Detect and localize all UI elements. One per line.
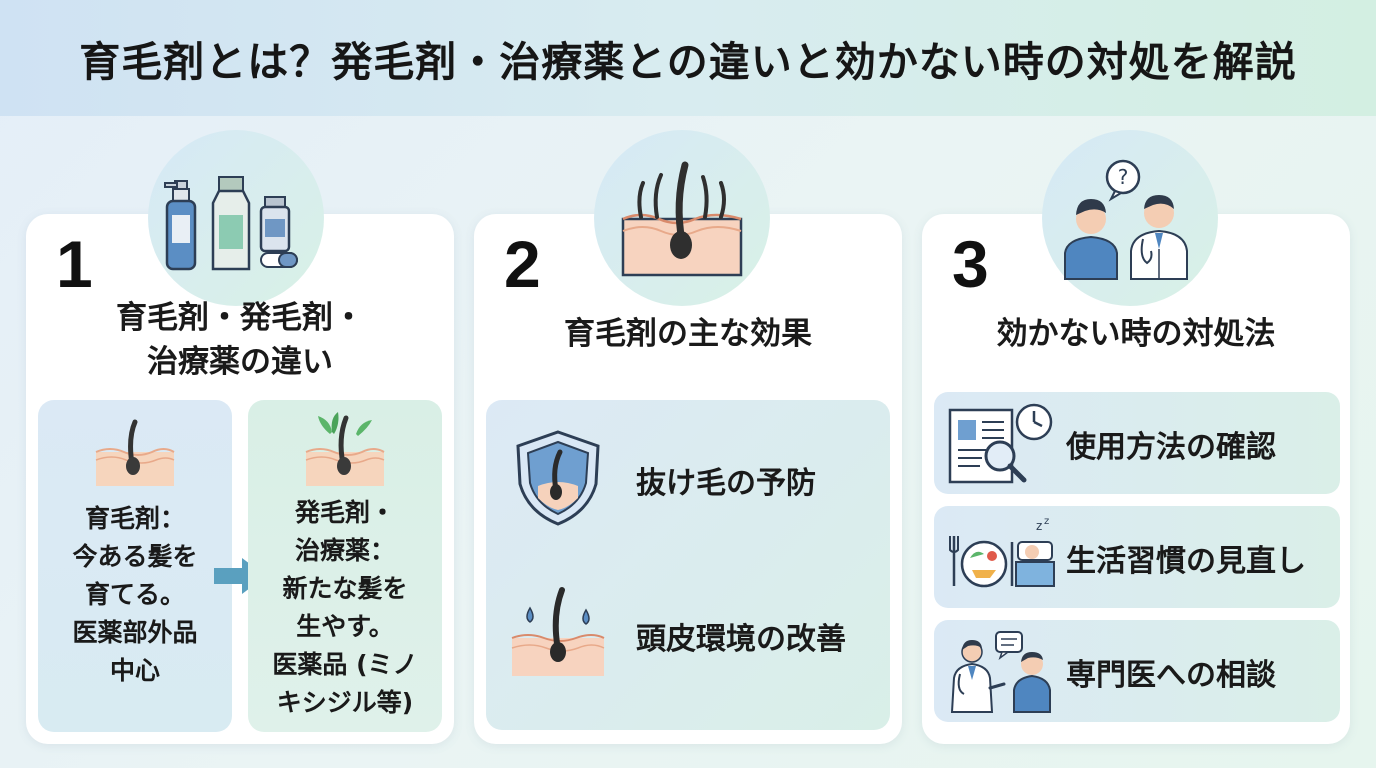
hatsumouzai-description: 発毛剤・ 治療薬： 新たな髪を 生やす。 医薬品 (ミノ キシジル等) (266, 494, 423, 722)
action-label: 専門医への相談 (1066, 658, 1276, 693)
card-effects: 2 育毛剤の主な効果 抜け毛の予防 頭皮環境の改善 (474, 130, 902, 744)
scalp-hair-icon (621, 161, 743, 277)
text-line: 医薬部外品 (72, 618, 198, 647)
shield-icon (516, 430, 600, 526)
consultation-icon-circle: ? (1042, 130, 1218, 306)
doctor-patient-icon: ? (1064, 159, 1188, 280)
card-title: 育毛剤・発毛剤・ 治療薬の違い (26, 296, 454, 384)
card-countermeasures: ? 3 効かない時の対処法 使用 (922, 130, 1350, 744)
text-line: 生やす。 (296, 612, 394, 641)
text-line: キシジル等) (276, 688, 414, 717)
card-number: 3 (952, 227, 989, 301)
text-line: 治療薬： (294, 536, 395, 565)
effect-item: 抜け毛の予防 (486, 420, 890, 540)
text-line: 中心 (109, 656, 160, 685)
effect-label: 抜け毛の予防 (636, 466, 816, 501)
ikumouzai-description: 育毛剤： 今ある髪を 育てる。 医薬部外品 中心 (66, 500, 203, 690)
text-line: 医薬品 (ミノ (272, 650, 418, 679)
svg-text:z: z (1036, 519, 1042, 533)
effect-item: 頭皮環境の改善 (486, 576, 890, 696)
effect-label: 頭皮環境の改善 (636, 622, 846, 657)
card-title: 育毛剤の主な効果 (564, 316, 812, 352)
card-title: 効かない時の対処法 (996, 316, 1276, 352)
card-number: 1 (56, 227, 93, 301)
action-item: 使用方法の確認 (934, 392, 1340, 494)
text-line: 新たな髪を (282, 574, 408, 603)
card-differences: 1 育毛剤・発毛剤・ 治療薬の違い 育毛剤： 今ある髪を 育てる。 医薬部外品 … (26, 130, 454, 744)
sprouting-hair-icon (305, 412, 385, 486)
document-magnifier-clock-icon (948, 403, 1053, 484)
effects-panel: 抜け毛の予防 頭皮環境の改善 (486, 400, 890, 730)
text-line: 育毛剤： (84, 504, 185, 533)
hatsumouzai-box: 発毛剤・ 治療薬： 新たな髪を 生やす。 医薬品 (ミノ キシジル等) (248, 400, 442, 732)
card-title-line: 育毛剤・発毛剤・ (116, 300, 364, 336)
text-line: 発毛剤・ (294, 498, 395, 527)
card-title-line: 治療薬の違い (147, 344, 333, 380)
text-line: 今ある髪を (72, 542, 198, 571)
ikumouzai-box: 育毛剤： 今ある髪を 育てる。 医薬部外品 中心 (38, 400, 232, 732)
svg-text:z: z (1044, 516, 1049, 527)
action-item: z z 生活習慣の見直し (934, 506, 1340, 608)
page-title: 育毛剤とは？発毛剤・治療薬との違いと効かない時の対処を解説 (79, 38, 1297, 86)
action-item: 専門医への相談 (934, 620, 1340, 722)
action-label: 生活習慣の見直し (1066, 544, 1306, 579)
meal-sleep-icon: z z (949, 516, 1055, 588)
header-banner: 育毛剤とは？発毛剤・治療薬との違いと効かない時の対処を解説 (0, 0, 1376, 116)
svg-text:?: ? (1118, 165, 1129, 189)
action-label: 使用方法の確認 (1066, 430, 1276, 465)
scalp-icon-circle (594, 130, 770, 306)
text-line: 育てる。 (84, 580, 185, 609)
products-icon-circle (148, 130, 324, 306)
moisturized-scalp-icon (511, 587, 605, 676)
hair-follicle-icon (95, 419, 175, 486)
card-number: 2 (504, 227, 541, 301)
doctor-consultation-icon (950, 631, 1051, 713)
hair-products-icon (164, 176, 298, 271)
